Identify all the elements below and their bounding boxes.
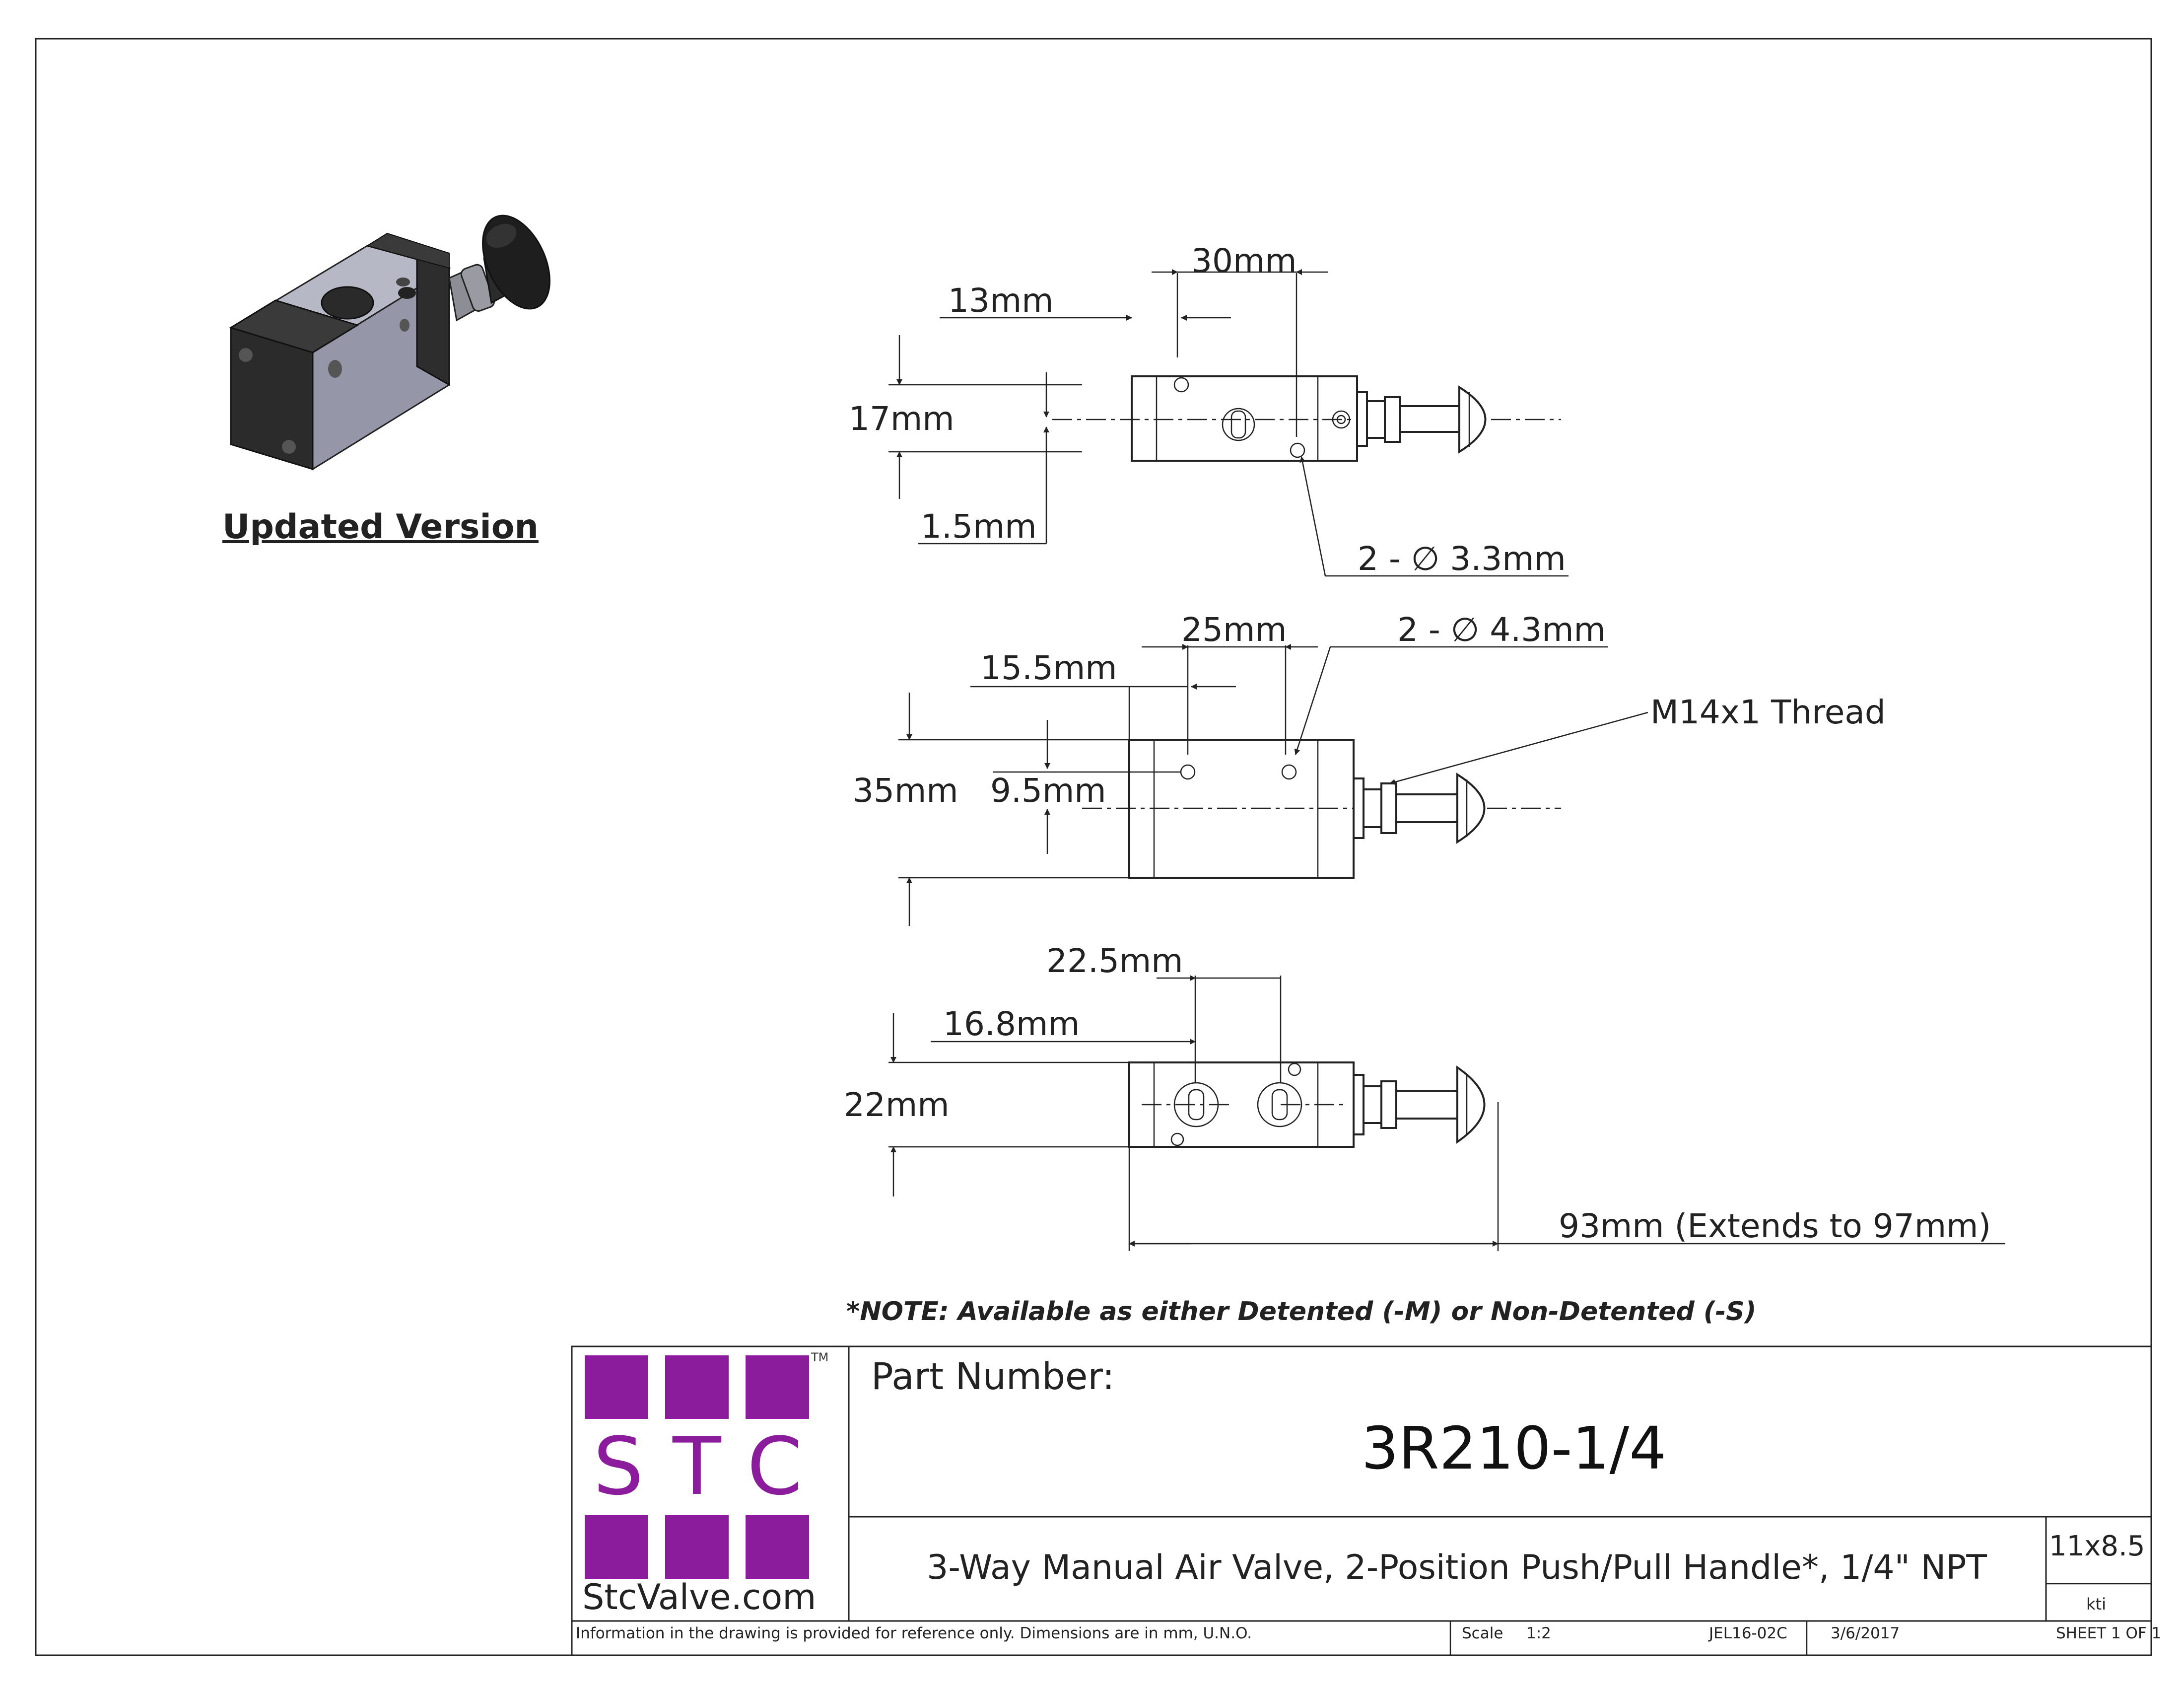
- scale-value: 1:2: [1526, 1624, 1551, 1642]
- disclaimer: Information in the drawing is provided f…: [576, 1624, 1252, 1642]
- sheet-info: SHEET 1 OF 1: [2056, 1624, 2162, 1642]
- logo-letter-s: S: [593, 1420, 644, 1513]
- bottom-view: [888, 975, 2005, 1251]
- logo-trademark: TM: [811, 1350, 829, 1364]
- sheet-size: 11x8.5: [2049, 1530, 2145, 1562]
- logo-square: [585, 1355, 648, 1419]
- dim-holes-3-3mm: 2 - ∅ 3.3mm: [1358, 540, 1566, 578]
- logo-url: StcValve.com: [582, 1577, 817, 1618]
- title-block: [571, 1345, 2152, 1656]
- dim-13mm: 13mm: [948, 281, 1054, 320]
- front-view: [898, 644, 1648, 926]
- dim-93mm: 93mm (Extends to 97mm): [1559, 1207, 1991, 1245]
- part-description: 3-Way Manual Air Valve, 2-Position Push/…: [927, 1548, 1987, 1587]
- dim-17mm: 17mm: [849, 400, 955, 438]
- dim-22mm: 22mm: [844, 1086, 950, 1124]
- document-code: JEL16-02C: [1709, 1624, 1787, 1642]
- dim-9-5mm: 9.5mm: [990, 772, 1106, 810]
- dim-30mm: 30mm: [1191, 242, 1297, 280]
- scale-label: Scale: [1462, 1624, 1503, 1642]
- logo-square: [746, 1355, 809, 1419]
- dim-25mm: 25mm: [1181, 611, 1287, 649]
- dim-16-8mm: 16.8mm: [943, 1005, 1080, 1043]
- logo-square: [665, 1515, 729, 1579]
- top-view: [888, 269, 1569, 577]
- availability-note: *NOTE: Available as either Detented (-M)…: [846, 1297, 1757, 1327]
- dim-15-5mm: 15.5mm: [980, 649, 1117, 687]
- document-date: 3/6/2017: [1831, 1624, 1900, 1642]
- logo-square: [665, 1355, 729, 1419]
- logo-letter-c: C: [747, 1420, 803, 1513]
- dim-holes-4-3mm: 2 - ∅ 4.3mm: [1397, 611, 1606, 649]
- logo-square: [585, 1515, 648, 1579]
- updated-version-label: Updated Version: [222, 507, 539, 547]
- dim-1-5mm: 1.5mm: [921, 507, 1037, 546]
- valve-3d-illustration: [229, 214, 550, 471]
- logo-letter-t: T: [673, 1420, 721, 1513]
- logo-square: [746, 1515, 809, 1579]
- dim-m14-thread: M14x1 Thread: [1650, 693, 1886, 731]
- part-number: 3R210-1/4: [1361, 1414, 1667, 1482]
- part-number-label: Part Number:: [871, 1355, 1115, 1398]
- dim-35mm: 35mm: [853, 772, 958, 810]
- dim-22-5mm: 22.5mm: [1046, 942, 1183, 980]
- drawn-by: kti: [2086, 1595, 2106, 1614]
